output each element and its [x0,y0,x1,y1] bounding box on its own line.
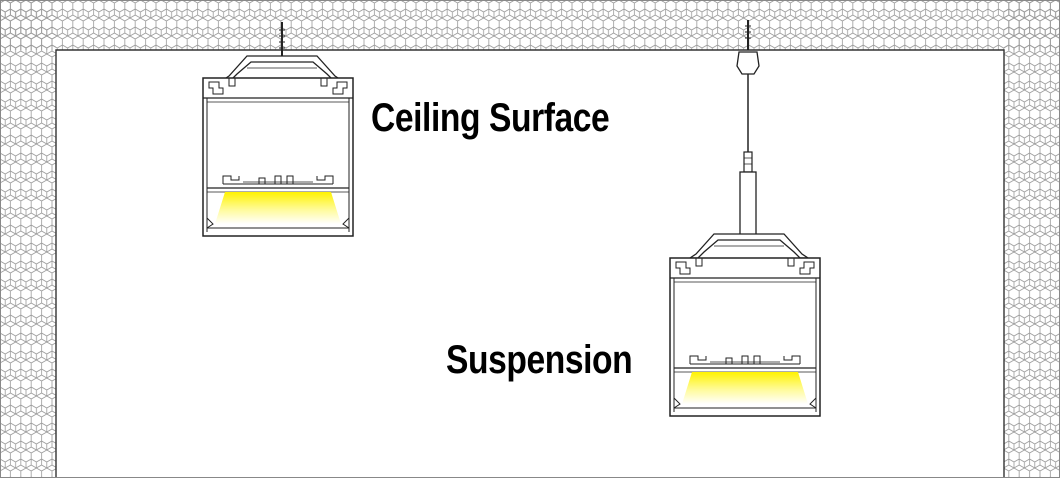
linear-light-profile-surface-icon [202,22,354,237]
linear-light-profile-suspension-icon [669,20,821,417]
ceiling-surface-label: Ceiling Surface [371,96,610,140]
suspension-label: Suspension [446,338,633,382]
